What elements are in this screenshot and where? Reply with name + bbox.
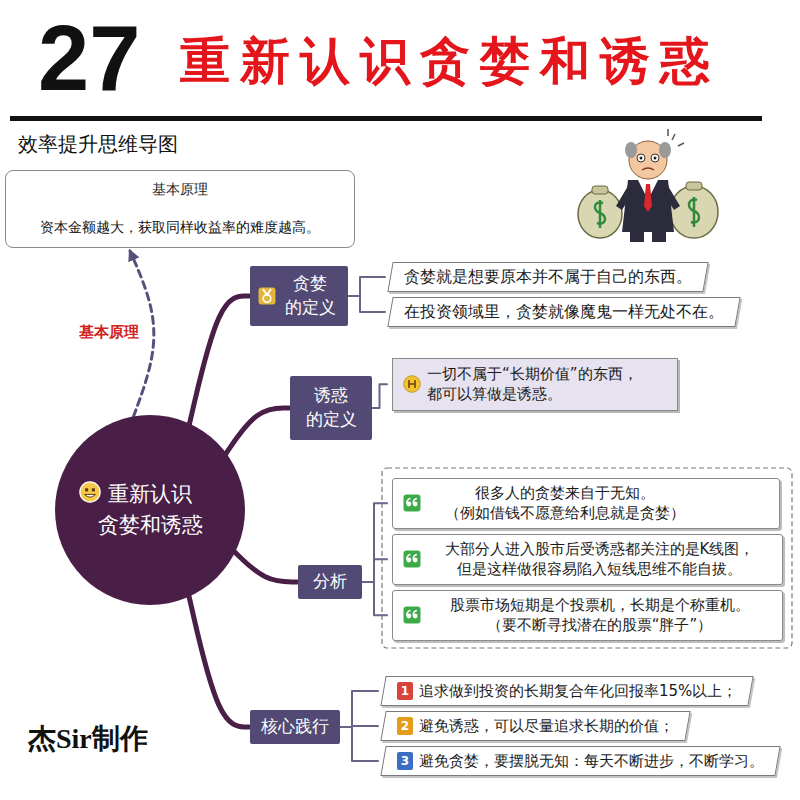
- smile-icon: [79, 481, 101, 503]
- quote-box: 股票市场短期是个投票机，长期是个称重机。 （要不断寻找潜在的股票“胖子”）: [392, 590, 783, 641]
- title-underline: [10, 116, 762, 121]
- icon-medal: [263, 295, 271, 303]
- node-text: 重新认识 贪婪和诱惑: [95, 479, 205, 542]
- quote-icon: [403, 494, 421, 512]
- chapter-number: 27: [38, 12, 140, 104]
- author-signature: 杰Sir制作: [28, 722, 148, 756]
- node-text: 大部分人进入股市后受诱惑都关注的是K线图， 但是这样做很容易陷入短线思维不能自拔…: [427, 539, 772, 580]
- bracket-connector: [340, 727, 378, 761]
- h-icon: [403, 375, 421, 393]
- group-frame: [382, 468, 792, 648]
- businessman-illustration: [578, 129, 718, 242]
- subtitle: 效率提升思维导图: [18, 132, 178, 156]
- practice-box: 2 避免诱惑，可以尽量追求长期的价值；: [383, 711, 688, 741]
- bracket-connector: [348, 296, 385, 312]
- leaf-box: 贪婪就是想要原本并不属于自己的东西。: [390, 262, 706, 292]
- money-bag-neck: [686, 182, 702, 190]
- bracket-connector: [340, 691, 378, 727]
- icon-quote-tail: [407, 611, 417, 616]
- icon-ground: [404, 551, 421, 568]
- worry-marks: [668, 129, 684, 146]
- bracket-connector: [362, 559, 387, 582]
- note-box: 一切不属于“长期价值”的东西， 都可以算做是诱惑。: [392, 358, 678, 411]
- box-heading: 基本原理: [152, 181, 208, 199]
- branch-connector: [189, 296, 249, 426]
- practice-box: 3 避免贪婪，要摆脱无知：每天不断进步，不断学习。: [383, 746, 778, 776]
- callout-number: 2: [397, 717, 413, 735]
- money-sign: [595, 200, 605, 228]
- central-topic-circle: 重新认识 贪婪和诱惑: [55, 415, 245, 605]
- branch-connector: [225, 408, 289, 455]
- eye: [651, 154, 659, 162]
- node-text: 追求做到投资的长期复合年化回报率15%以上；: [419, 682, 737, 701]
- node-text: 避免诱惑，可以尽量追求长期的价值；: [419, 717, 674, 736]
- money-bag-neck: [592, 186, 608, 194]
- hair: [659, 142, 671, 158]
- branch-connector: [189, 595, 249, 727]
- bracket-connector: [362, 503, 387, 582]
- icon-face: [80, 482, 100, 502]
- arm: [616, 186, 632, 210]
- branch-box: 核心践行: [250, 710, 340, 744]
- mouth: [642, 168, 654, 170]
- title-text: 重新认识贪婪和诱惑: [180, 34, 720, 89]
- money-sign: [689, 197, 699, 227]
- hair: [625, 142, 637, 158]
- node-text: 分析: [313, 570, 347, 594]
- suit-body: [622, 180, 674, 232]
- branch-box: 贪婪 的定义: [250, 266, 348, 326]
- eye: [637, 154, 645, 162]
- node-text: 一切不属于“长期价值”的东西， 都可以算做是诱惑。: [427, 364, 667, 405]
- principle-box: 基本原理资本金额越大，获取同样收益率的难度越高。: [5, 170, 355, 248]
- node-text: 在投资领域里，贪婪就像魔鬼一样无处不在。: [404, 302, 724, 323]
- medal-icon: [258, 287, 276, 305]
- node-text: 核心践行: [261, 715, 329, 739]
- node-text: 贪婪就是想要原本并不属于自己的东西。: [404, 267, 692, 288]
- quote-box: 很多人的贪婪来自于无知。 （例如借钱不愿意给利息就是贪婪）: [392, 478, 780, 529]
- money-bag: [578, 190, 622, 238]
- branch-box: 诱惑 的定义: [290, 376, 372, 440]
- branch-connector: [234, 551, 297, 582]
- practice-box: 1 追求做到投资的长期复合年化回报率15%以上；: [383, 676, 751, 706]
- necktie: [644, 184, 652, 212]
- quote-icon: [403, 550, 421, 568]
- bracket-connector: [372, 384, 387, 408]
- icon-ground: [404, 495, 421, 512]
- money-bag: [670, 186, 718, 238]
- icon-smile: [85, 494, 96, 497]
- callout-number: 3: [397, 752, 413, 770]
- branch-box: 分析: [298, 565, 362, 599]
- icon-ground: [404, 607, 421, 624]
- node-text: 避免贪婪，要摆脱无知：每天不断进步，不断学习。: [419, 752, 764, 771]
- leaf-box: 在投资领域里，贪婪就像魔鬼一样无处不在。: [390, 297, 738, 327]
- node-text: 诱惑 的定义: [301, 384, 361, 432]
- callout-number: 1: [397, 682, 413, 700]
- icon-mark: [409, 380, 415, 388]
- bracket-connector: [348, 277, 385, 296]
- pupil: [654, 157, 657, 160]
- icon-quote-tail: [407, 555, 417, 560]
- leg: [652, 232, 666, 242]
- bracket-connector: [362, 582, 387, 615]
- pupil: [640, 157, 643, 160]
- quote-box: 大部分人进入股市后受诱惑都关注的是K线图， 但是这样做很容易陷入短线思维不能自拔…: [392, 534, 783, 585]
- leg: [630, 232, 644, 242]
- icon-quote-tail: [407, 499, 417, 504]
- icon-eye: [92, 488, 95, 491]
- icon-ground: [404, 376, 421, 393]
- edge-label: 基本原理: [76, 323, 142, 343]
- node-text: 贪婪 的定义: [280, 272, 340, 320]
- box-body: 资本金额越大，获取同样收益率的难度越高。: [40, 219, 320, 237]
- node-text: 股票市场短期是个投票机，长期是个称重机。 （要不断寻找潜在的股票“胖子”）: [427, 595, 772, 636]
- quote-icon: [403, 606, 421, 624]
- arm: [664, 186, 680, 210]
- icon-ground: [259, 288, 276, 305]
- node-text: 很多人的贪婪来自于无知。 （例如借钱不愿意给利息就是贪婪）: [427, 483, 702, 524]
- icon-eye: [85, 488, 88, 491]
